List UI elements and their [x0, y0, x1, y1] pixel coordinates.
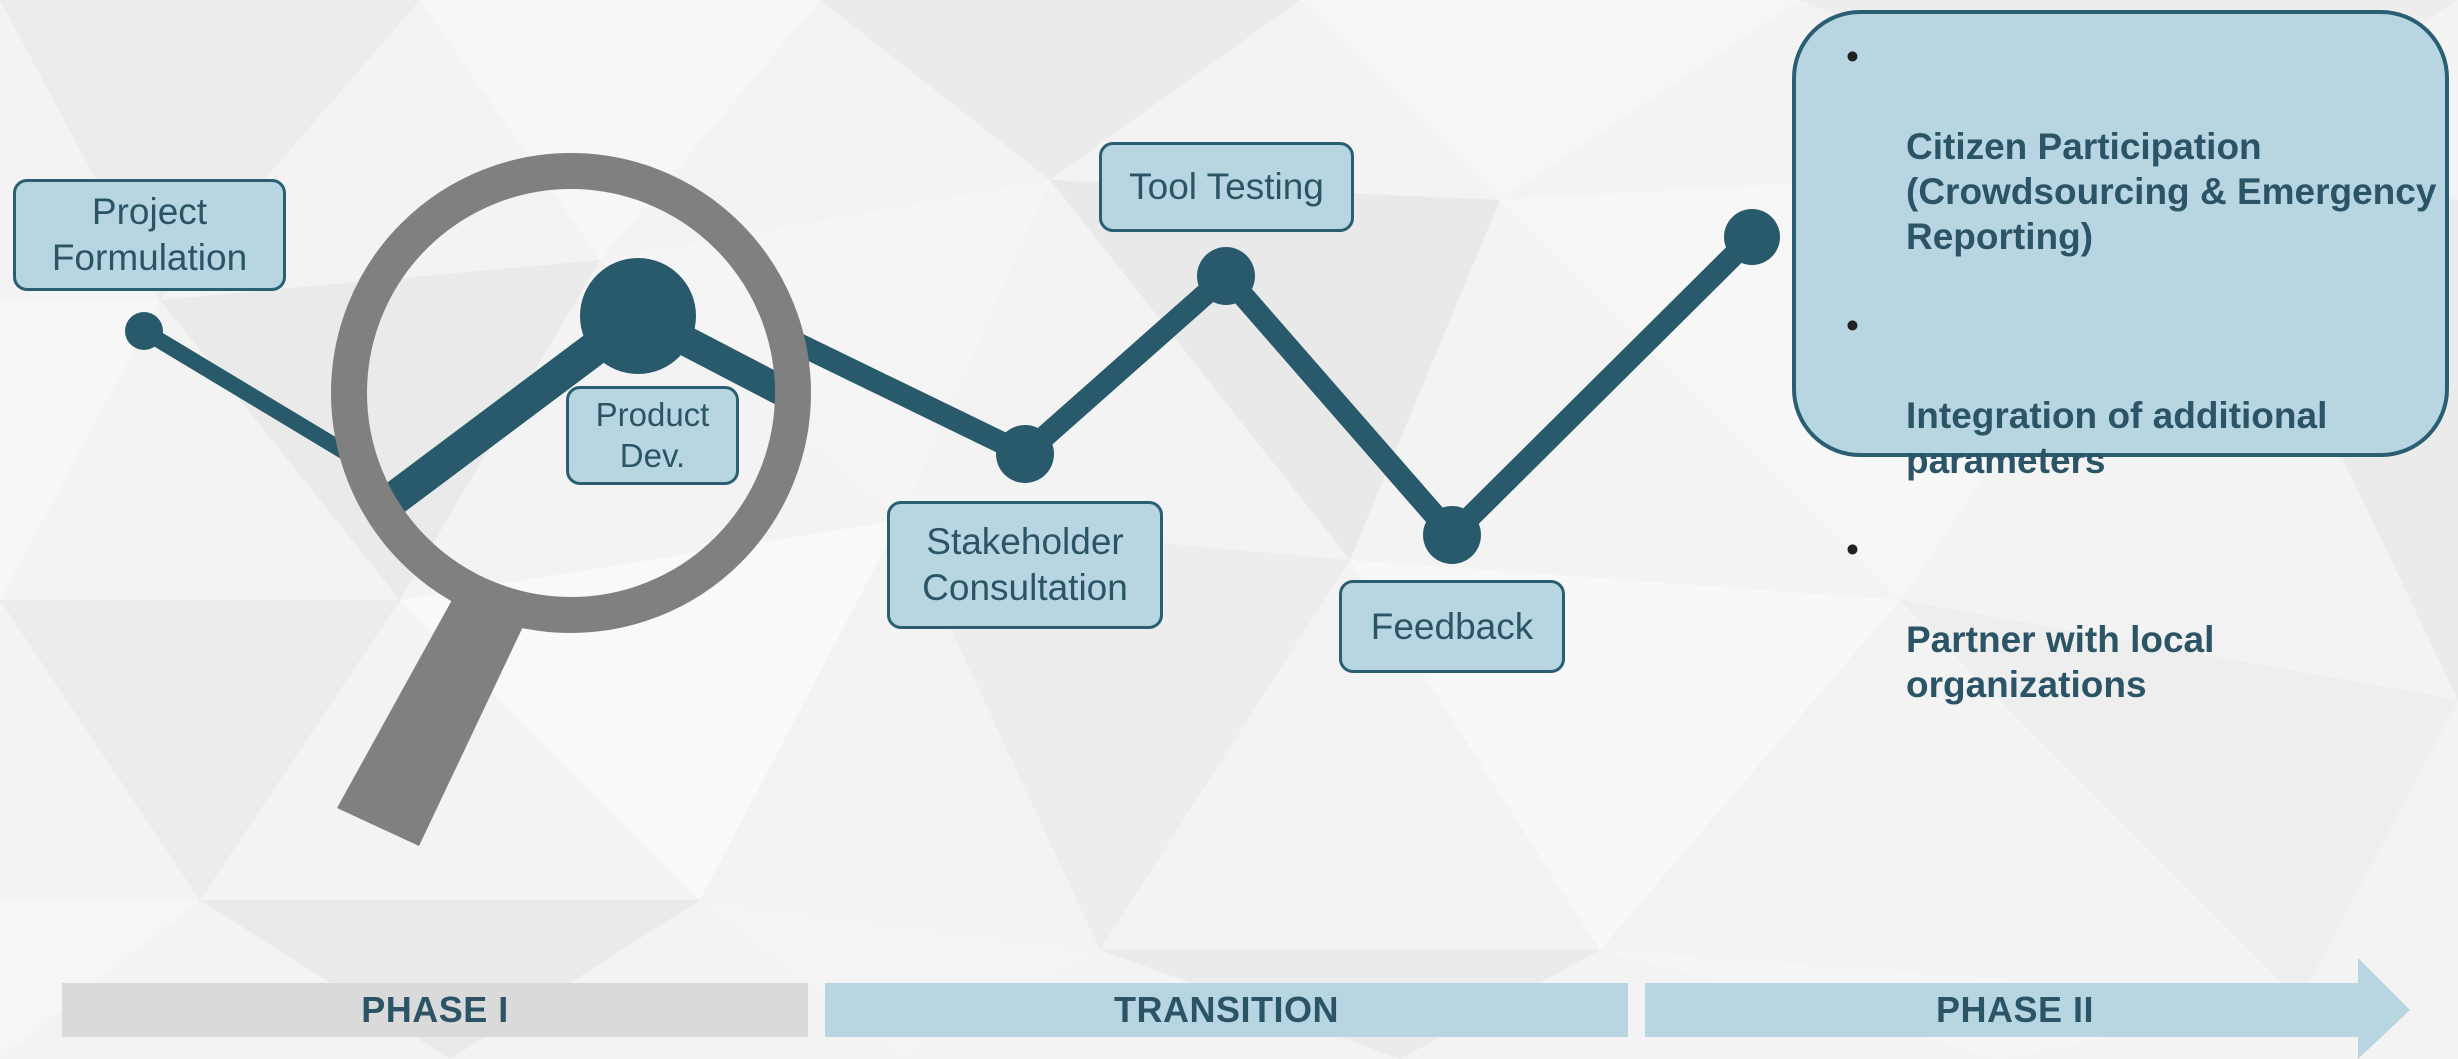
label-product-dev-text: Product Dev.	[595, 395, 710, 474]
label-stakeholder-consultation: Stakeholder Consultation	[887, 501, 1163, 629]
bullet-icon: •	[1846, 305, 1859, 346]
transition-bar: TRANSITION	[825, 983, 1628, 1037]
label-project-formulation-text: Project Formulation	[51, 191, 248, 278]
node-product-dev	[580, 258, 696, 374]
phase2-goal-item: • Partner with local organizations	[1796, 527, 2445, 707]
bullet-icon: •	[1846, 36, 1859, 77]
phase2-goal-item: • Citizen Participation (Crowdsourcing &…	[1796, 34, 2445, 259]
timeline-path	[136, 226, 1763, 546]
phase2-goal-text: Partner with local organizations	[1906, 619, 2215, 705]
phase2-goals-box: • Citizen Participation (Crowdsourcing &…	[1792, 10, 2449, 705]
phase1-bar: PHASE I	[62, 983, 808, 1037]
bullet-icon: •	[1846, 529, 1859, 570]
magnifier-ring	[331, 153, 811, 633]
magnifying-glass-icon	[331, 153, 811, 846]
node-feedback	[1423, 506, 1481, 564]
label-feedback-text: Feedback	[1370, 605, 1534, 647]
label-tool-testing-text: Tool Testing	[1129, 166, 1324, 208]
segment-project-to-product	[144, 316, 638, 331]
magnifier-handle	[337, 580, 529, 846]
segment-project-to-magnifier	[136, 323, 353, 460]
segment-to-feedback	[1215, 265, 1463, 546]
phase2-goal-item: • Integration of additional parameters	[1796, 303, 2445, 483]
segment-to-phase2	[1441, 226, 1763, 546]
node-tool-testing	[1197, 247, 1255, 305]
label-tool-testing: Tool Testing	[1099, 142, 1354, 232]
segment-to-stakeholder	[769, 324, 1036, 465]
node-stakeholder-consultation	[996, 425, 1054, 483]
phase2-goal-text: Integration of additional parameters	[1906, 395, 2328, 481]
label-feedback: Feedback	[1339, 580, 1565, 673]
phase2-bar: PHASE II	[1645, 983, 2385, 1037]
label-project-formulation: Project Formulation	[13, 179, 286, 291]
segment-to-tool-testing	[1014, 265, 1237, 465]
label-stakeholder-consultation-text: Stakeholder Consultation	[922, 521, 1128, 608]
phase1-label: PHASE I	[361, 989, 509, 1030]
timeline-nodes	[125, 209, 1780, 564]
phase2-goal-text: Citizen Participation (Crowdsourcing & E…	[1906, 126, 2437, 257]
node-phase2	[1724, 209, 1780, 265]
node-project-formulation	[125, 312, 163, 350]
label-product-dev: Product Dev.	[566, 386, 739, 485]
transition-label: TRANSITION	[1114, 989, 1339, 1030]
phase2-label: PHASE II	[1935, 989, 2095, 1030]
